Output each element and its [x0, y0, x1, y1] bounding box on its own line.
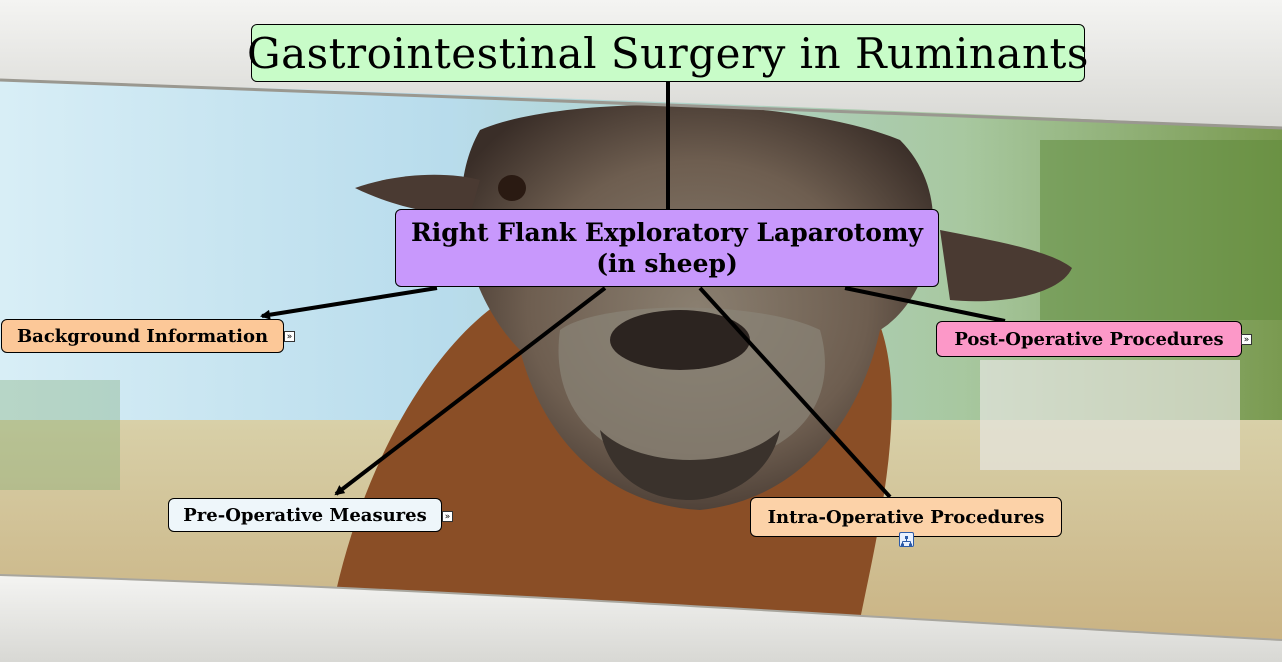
- intra-operative-node[interactable]: Intra-Operative Procedures: [750, 497, 1062, 537]
- background-information-label: Background Information: [16, 325, 269, 347]
- main-topic-line1: Right Flank Exploratory Laparotomy: [411, 218, 923, 247]
- subtree-icon-glyph: [901, 536, 912, 547]
- double-chevron-right-icon[interactable]: »: [1241, 334, 1252, 345]
- central-title-label: Gastrointestinal Surgery in Ruminants: [247, 28, 1089, 78]
- background-information-node[interactable]: Background Information: [1, 319, 284, 353]
- connector-main-background: [260, 286, 438, 320]
- double-chevron-right-icon[interactable]: »: [284, 331, 295, 342]
- main-topic-line2: (in sheep): [596, 249, 738, 278]
- subtree-icon[interactable]: [899, 532, 914, 547]
- post-operative-node[interactable]: Post-Operative Procedures: [936, 321, 1242, 357]
- connector-main-pre-op: [334, 286, 607, 496]
- double-chevron-right-icon[interactable]: »: [442, 511, 453, 522]
- connector-main-post-op: [844, 286, 1006, 323]
- intra-operative-label: Intra-Operative Procedures: [767, 506, 1045, 528]
- central-title-node[interactable]: Gastrointestinal Surgery in Ruminants: [247, 24, 1089, 82]
- pre-operative-node[interactable]: Pre-Operative Measures: [168, 498, 442, 532]
- connector-main-intra-op: [698, 286, 892, 499]
- pre-operative-label: Pre-Operative Measures: [183, 504, 427, 526]
- post-operative-label: Post-Operative Procedures: [954, 328, 1224, 350]
- main-topic-node[interactable]: Right Flank Exploratory Laparotomy (in s…: [395, 209, 939, 287]
